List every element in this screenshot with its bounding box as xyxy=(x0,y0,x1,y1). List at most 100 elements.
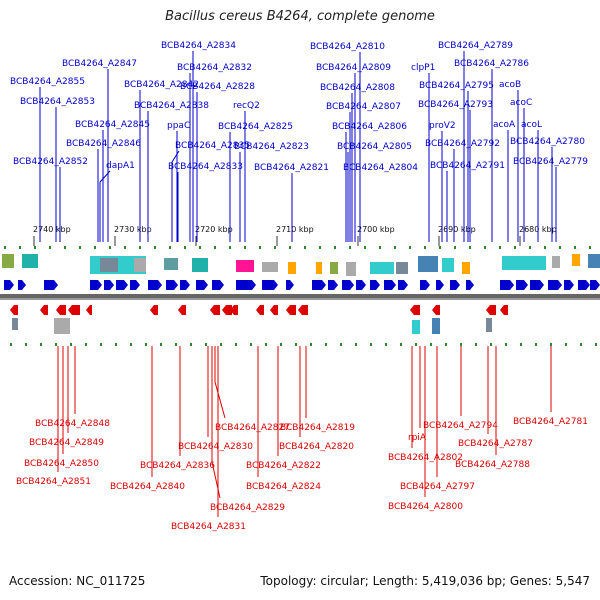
gc-dot xyxy=(484,246,486,249)
gc-dot xyxy=(214,246,216,249)
gc-dot xyxy=(580,343,582,346)
forward-gene-label: BCB4264_A2804 xyxy=(343,163,418,173)
forward-gene-arrow xyxy=(312,280,326,290)
gene-tracks xyxy=(0,246,600,346)
cog-block xyxy=(502,256,546,270)
gc-dot xyxy=(544,246,546,249)
reverse-gene-label: BCB4264_A2830 xyxy=(178,442,253,452)
forward-gene-label: BCB4264_A2835 xyxy=(175,141,250,151)
gc-dot xyxy=(205,343,207,346)
gc-dot xyxy=(25,343,27,346)
gc-dot xyxy=(334,246,336,249)
reverse-gene-leader xyxy=(211,346,221,499)
gc-dot xyxy=(439,246,441,249)
reverse-gene-label: BCB4264_A2822 xyxy=(246,461,321,471)
forward-gene-label: BCB4264_A2779 xyxy=(513,157,588,167)
gc-dot xyxy=(235,343,237,346)
genome-backbone xyxy=(0,294,600,298)
reverse-gene-leader xyxy=(214,346,226,419)
gc-dot xyxy=(565,343,567,346)
gc-dot xyxy=(4,246,6,249)
forward-gene-label: dapA1 xyxy=(106,161,135,171)
gc-dot xyxy=(229,246,231,249)
cog-block xyxy=(2,254,14,268)
forward-gene-label: BCB4264_A2825 xyxy=(218,122,293,132)
gc-dot xyxy=(259,246,261,249)
reverse-gene-label: BCB4264_A2851 xyxy=(16,477,91,487)
gc-dot xyxy=(184,246,186,249)
gc-dot xyxy=(70,343,72,346)
forward-gene-arrow xyxy=(18,280,26,290)
gc-dot xyxy=(109,246,111,249)
cog-block xyxy=(552,256,560,268)
forward-gene-arrow xyxy=(578,280,590,290)
cog-block xyxy=(442,258,454,272)
forward-gene-arrow xyxy=(236,280,256,290)
reverse-cog-block xyxy=(12,318,18,330)
forward-gene-label: BCB4264_A2838 xyxy=(134,101,209,111)
gc-dot xyxy=(529,246,531,249)
forward-gene-label: BCB4264_A2842 xyxy=(124,80,199,90)
forward-gene-arrow xyxy=(548,280,562,290)
gc-dot xyxy=(19,246,21,249)
reverse-gene-arrow xyxy=(286,305,296,315)
reverse-gene-label: BCB4264_A2831 xyxy=(171,522,246,532)
gc-dot xyxy=(400,343,402,346)
forward-gene-label: BCB4264_A2847 xyxy=(62,59,137,69)
cog-block xyxy=(22,254,38,268)
reverse-gene-label: BCB4264_A2824 xyxy=(246,482,321,492)
gc-dot xyxy=(199,246,201,249)
reverse-gene-label: BCB4264_A2781 xyxy=(513,417,588,427)
forward-gene-leader xyxy=(99,170,111,242)
forward-gene-label: clpP1 xyxy=(411,63,435,73)
map-title: Bacillus cereus B4264, complete genome xyxy=(165,9,435,24)
forward-gene-arrow xyxy=(450,280,460,290)
forward-gene-label: BCB4264_A2793 xyxy=(418,100,493,110)
forward-gene-arrow xyxy=(436,280,444,290)
forward-gene-label: acoA xyxy=(493,120,516,130)
forward-gene-label: BCB4264_A2828 xyxy=(180,82,255,92)
forward-gene-label: BCB4264_A2806 xyxy=(332,122,407,132)
reverse-gene-arrow xyxy=(270,305,278,315)
forward-gene-label: acoB xyxy=(499,80,521,90)
forward-gene-arrow xyxy=(328,280,338,290)
gc-dot xyxy=(265,343,267,346)
forward-gene-label: BCB4264_A2809 xyxy=(316,63,391,73)
gc-dot xyxy=(40,343,42,346)
gc-dot xyxy=(79,246,81,249)
forward-gene-arrow xyxy=(148,280,162,290)
forward-gene-label: BCB4264_A2807 xyxy=(326,102,401,112)
forward-gene-arrow xyxy=(116,280,128,290)
gc-dot xyxy=(49,246,51,249)
forward-gene-arrow xyxy=(262,280,278,290)
forward-gene-label: BCB4264_A2792 xyxy=(425,139,500,149)
gc-dot xyxy=(274,246,276,249)
reverse-gene-arrow xyxy=(210,305,220,315)
gc-dot xyxy=(379,246,381,249)
reverse-gene-arrow xyxy=(10,305,18,315)
cog-block xyxy=(330,262,338,274)
gc-dot xyxy=(325,343,327,346)
gc-dot xyxy=(154,246,156,249)
gc-dot xyxy=(145,343,147,346)
gc-dot xyxy=(190,343,192,346)
forward-gene-label: BCB4264_A2780 xyxy=(510,137,585,147)
reverse-gene-arrow xyxy=(410,305,420,315)
gc-dot xyxy=(349,246,351,249)
forward-gene-label: BCB4264_A2821 xyxy=(254,163,329,173)
forward-gene-arrow xyxy=(398,280,408,290)
forward-gene-label: acoL xyxy=(521,120,542,130)
reverse-gene-label: BCB4264_A2797 xyxy=(400,482,475,492)
reverse-gene-arrow xyxy=(40,305,48,315)
forward-gene-arrow xyxy=(44,280,58,290)
forward-gene-arrow xyxy=(370,280,380,290)
reverse-gene-arrow xyxy=(150,305,158,315)
reverse-gene-label: BCB4264_A2794 xyxy=(423,421,498,431)
forward-gene-arrow xyxy=(564,280,574,290)
reverse-gene-arrow xyxy=(486,305,496,315)
forward-gene-arrow xyxy=(90,280,102,290)
reverse-cog-block xyxy=(432,318,440,334)
forward-gene-arrow xyxy=(516,280,528,290)
forward-gene-label: recQ2 xyxy=(233,101,260,111)
